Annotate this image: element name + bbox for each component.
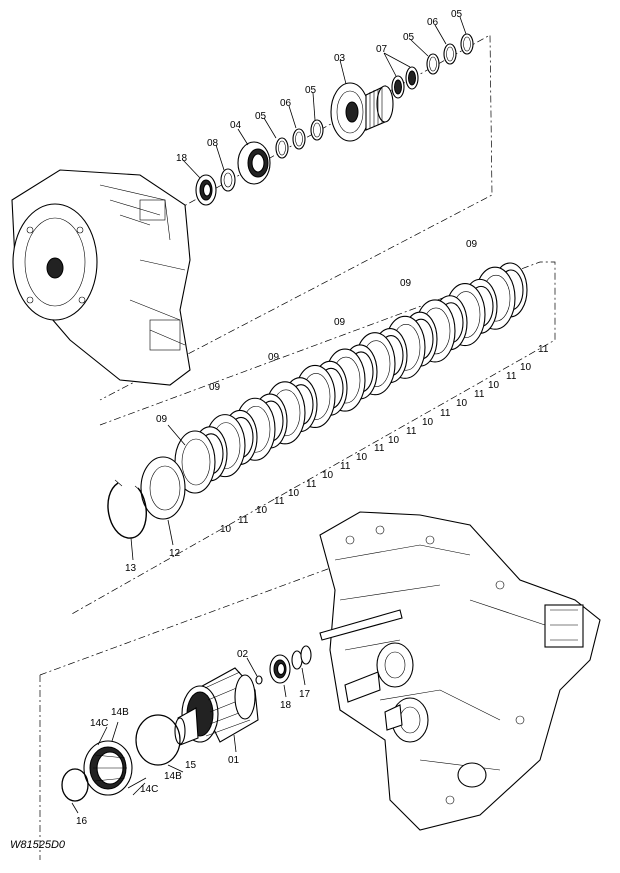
part-05-ring-a	[275, 137, 289, 159]
part-labels: 18 08 04 05 06 05 03 07 05 06 05 09 09 0…	[10, 9, 549, 851]
label-05-a: 05	[255, 111, 267, 122]
leader-lines	[71, 16, 467, 814]
label-05-c: 05	[403, 32, 415, 43]
part-08-ring	[220, 168, 236, 192]
label-02: 02	[237, 649, 249, 660]
part-13-snap-ring	[107, 479, 147, 539]
label-10-j: 10	[520, 362, 532, 373]
part-04-bearing	[237, 141, 271, 185]
label-17: 17	[299, 689, 311, 700]
label-15: 15	[185, 760, 197, 771]
part-01-clutch-drum	[174, 667, 259, 746]
label-12: 12	[169, 548, 181, 559]
label-06-a: 06	[280, 98, 292, 109]
part-14-bearing-assembly	[83, 740, 133, 796]
label-11-c: 11	[306, 479, 317, 490]
centerline-top	[99, 34, 493, 401]
label-10-i: 10	[488, 380, 500, 391]
part-17-seal-rings	[291, 645, 312, 670]
part-03-gear	[330, 82, 394, 142]
drawing-code-caption: W81525D0	[10, 839, 66, 851]
label-08: 08	[207, 138, 219, 149]
label-10-f: 10	[388, 435, 400, 446]
part-06-ring-a	[292, 128, 306, 150]
label-11-a: 11	[238, 515, 249, 526]
clutch-pack-discs	[174, 262, 528, 494]
label-01: 01	[228, 755, 240, 766]
part-05-ring-b	[310, 119, 324, 141]
label-09-f: 09	[466, 239, 478, 250]
label-10-c: 10	[288, 488, 300, 499]
label-10-a: 10	[220, 524, 232, 535]
label-09-a: 09	[156, 414, 168, 425]
label-09-e: 09	[400, 278, 412, 289]
label-09-b: 09	[209, 382, 221, 393]
part-06-ring-b	[443, 43, 457, 65]
disc-bore	[181, 438, 211, 486]
label-14b-bottom: 14B	[164, 771, 182, 782]
label-11-h: 11	[474, 389, 485, 400]
label-18-bottom: 18	[280, 700, 292, 711]
label-10-h: 10	[456, 398, 468, 409]
label-11-b: 11	[274, 496, 285, 507]
label-07: 07	[376, 44, 388, 55]
label-14b-top: 14B	[111, 707, 129, 718]
label-11-j: 11	[538, 344, 549, 355]
label-06-b: 06	[427, 17, 439, 28]
label-16: 16	[76, 816, 88, 827]
label-09-c: 09	[268, 352, 280, 363]
label-10-d: 10	[322, 470, 334, 481]
label-09-d: 09	[334, 317, 346, 328]
part-02-pin	[255, 675, 263, 685]
label-13: 13	[125, 563, 137, 574]
label-11-e: 11	[374, 443, 385, 454]
centerline-middle	[69, 261, 556, 616]
part-15-o-ring	[135, 714, 181, 766]
label-04: 04	[230, 120, 242, 131]
transmission-housing-upper	[11, 169, 191, 386]
label-11-f: 11	[406, 426, 417, 437]
part-05-ring-d	[460, 33, 474, 55]
label-11-i: 11	[506, 371, 517, 382]
label-10-e: 10	[356, 452, 368, 463]
label-11-g: 11	[440, 408, 451, 419]
label-05-b: 05	[305, 85, 317, 96]
label-05-d: 05	[451, 9, 463, 20]
part-12-plate	[140, 456, 186, 520]
transmission-housing-lower	[319, 511, 601, 831]
label-18-top: 18	[176, 153, 188, 164]
label-11-d: 11	[340, 461, 351, 472]
label-14c-top: 14C	[90, 718, 108, 729]
part-07-needle-bearings	[391, 66, 419, 99]
label-10-g: 10	[422, 417, 434, 428]
part-18-top-bearing	[195, 174, 217, 206]
part-05-ring-c	[426, 53, 440, 75]
part-16-ring	[61, 768, 89, 802]
label-10-b: 10	[256, 505, 268, 516]
part-18-bottom-bearing	[269, 654, 291, 684]
label-14c-bottom: 14C	[140, 784, 158, 795]
label-03: 03	[334, 53, 346, 64]
